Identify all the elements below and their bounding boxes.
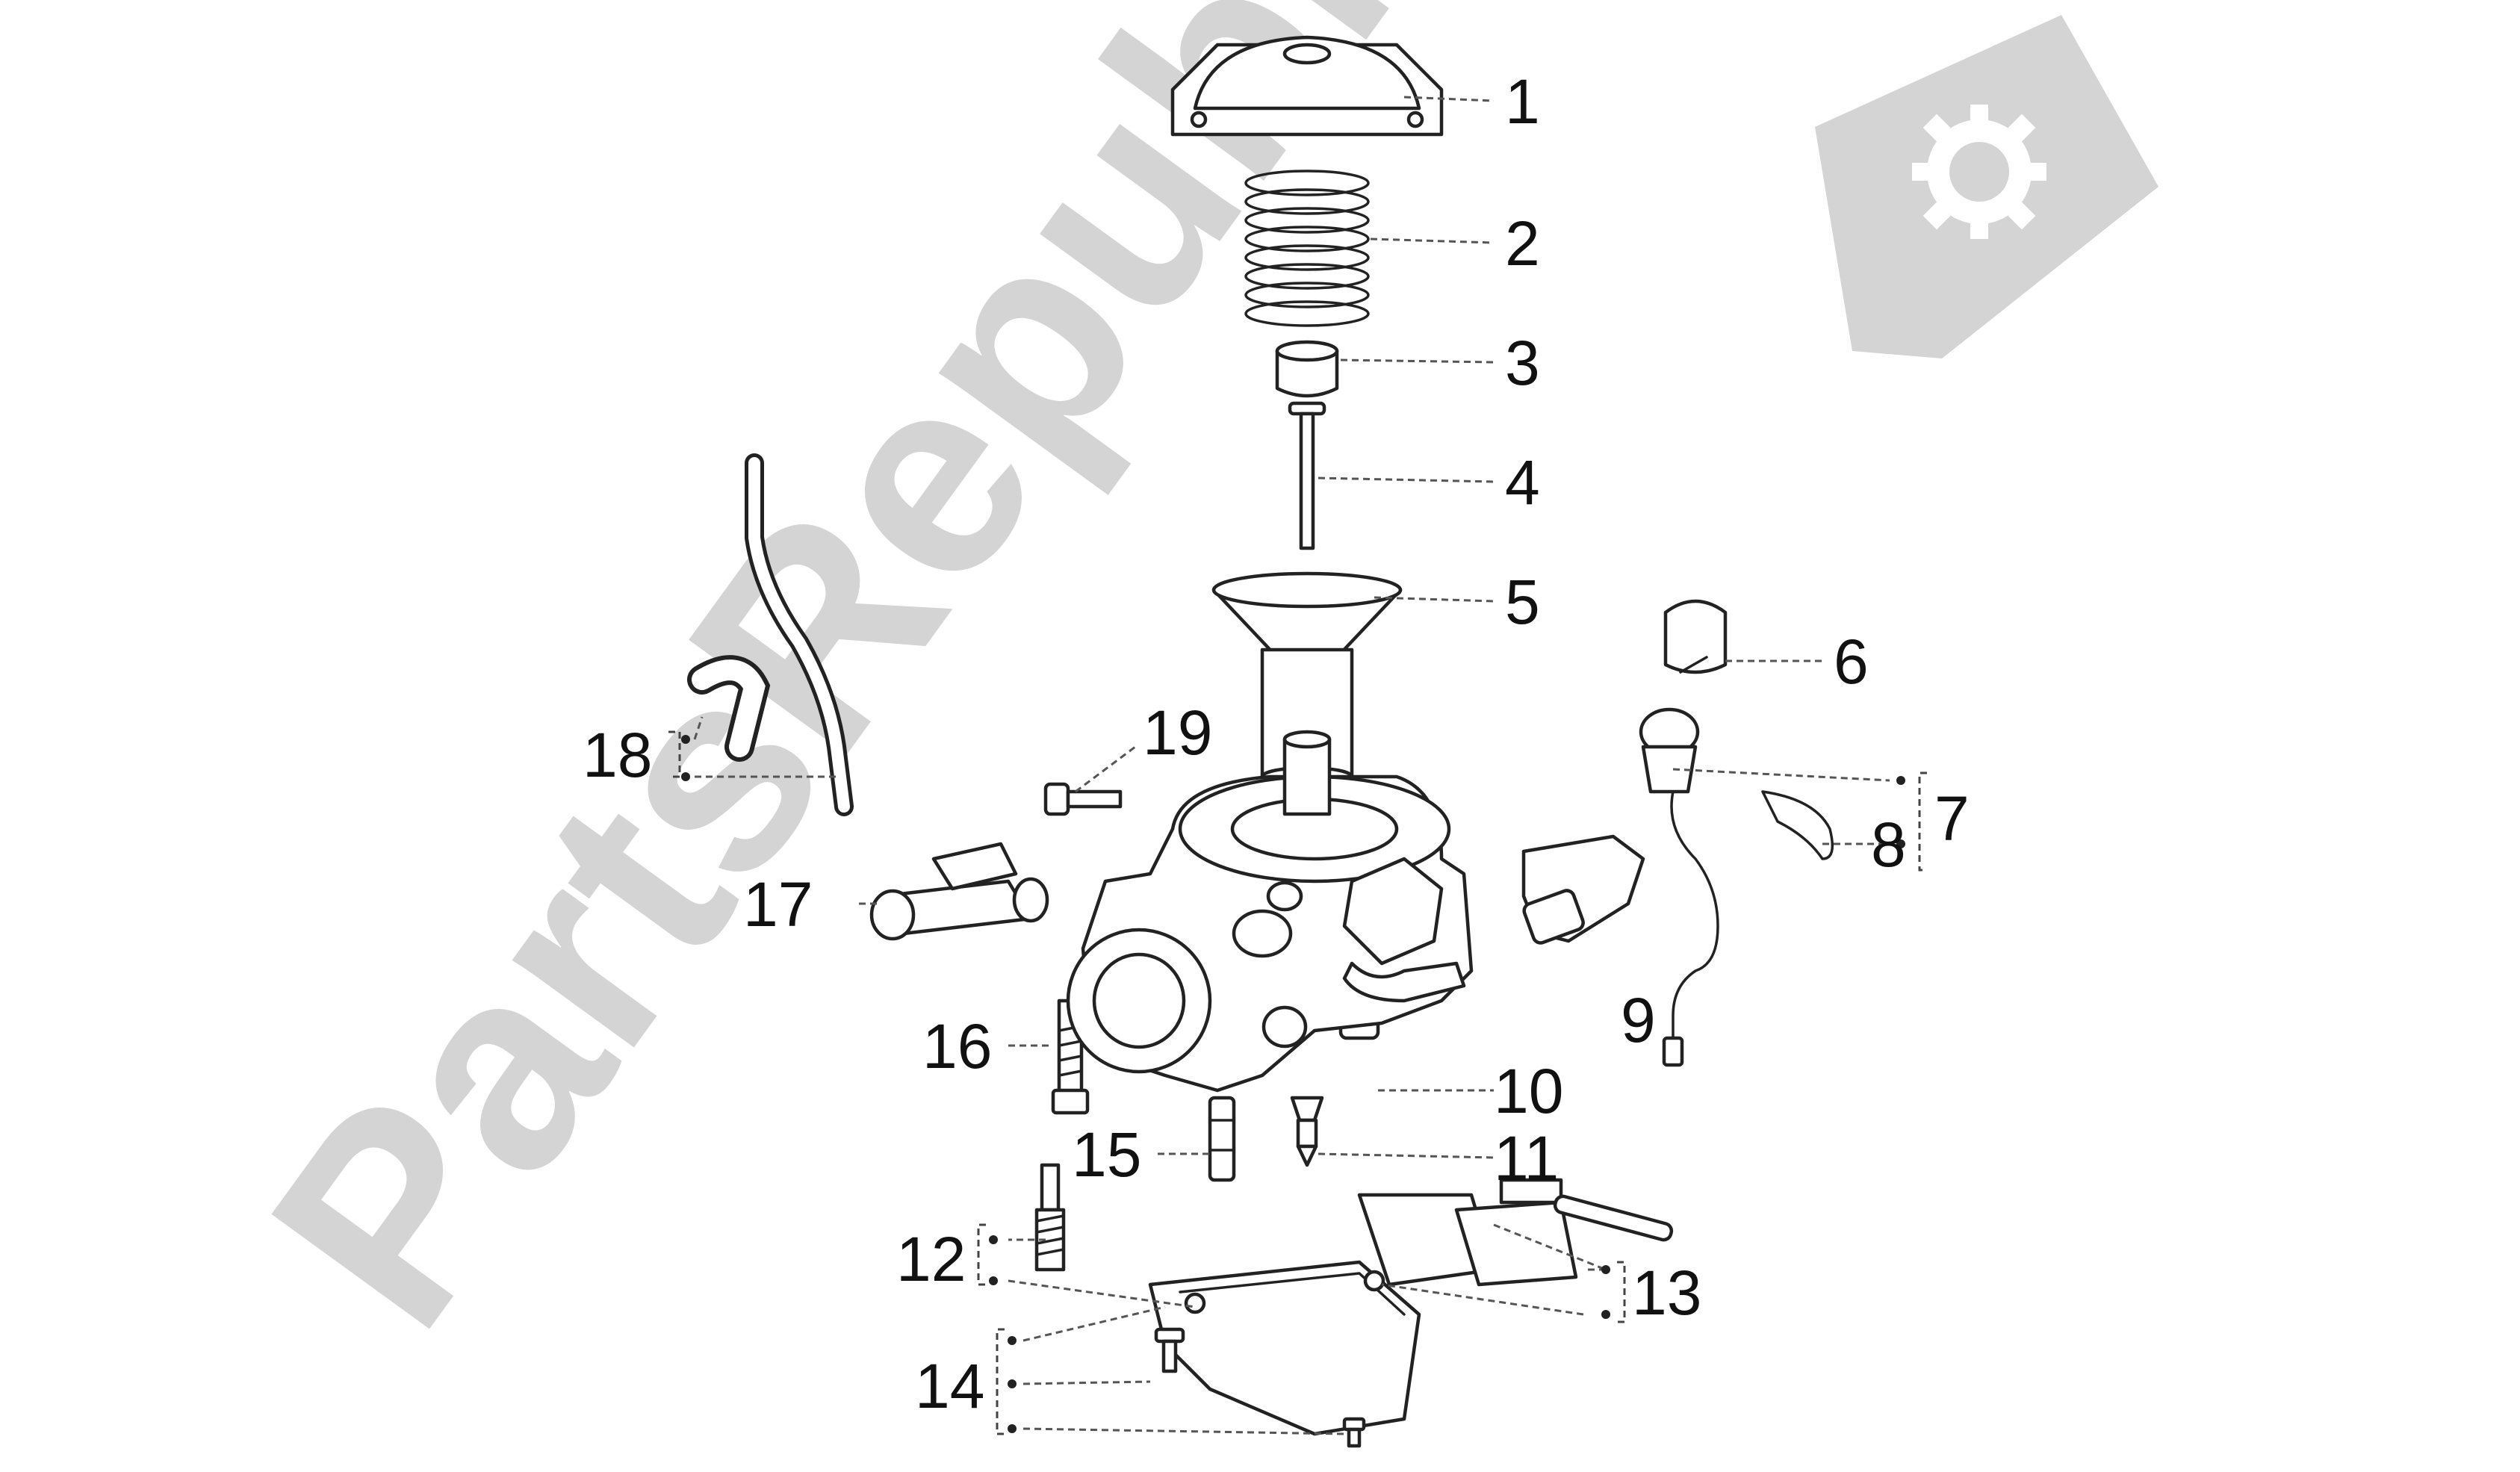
callout-8: 8 [1871, 810, 1906, 880]
part-11-float-needle [1290, 1096, 1324, 1167]
part-2-spring [1244, 170, 1370, 327]
callout-16: 16 [922, 1011, 992, 1081]
callout-5: 5 [1505, 567, 1540, 637]
part-8-clip [1761, 790, 1834, 860]
carburetor-body [1066, 730, 1474, 1093]
callout-14: 14 [915, 1351, 984, 1421]
callout-15: 15 [1072, 1119, 1141, 1190]
part-16-pilot-jet [1051, 999, 1090, 1115]
part-18-hoses [687, 453, 854, 816]
callout-9: 9 [1621, 985, 1656, 1055]
callout-19: 19 [1143, 698, 1212, 768]
callout-brackets [668, 730, 1927, 1435]
part-3-retainer [1275, 340, 1339, 398]
watermark-text: PartsRepublik [211, 0, 1592, 1381]
callout-6: 6 [1834, 627, 1869, 697]
leader-lines [693, 96, 1890, 1435]
callout-2: 2 [1505, 208, 1540, 279]
part-14-screws [1154, 1327, 1366, 1448]
part-12-adjust-screw [1034, 1163, 1066, 1272]
watermark-gear-flag-icon [1815, 15, 2159, 358]
part-1-cover-cap [1170, 35, 1444, 137]
callout-7: 7 [1934, 783, 1970, 854]
callout-10: 10 [1494, 1056, 1563, 1126]
part-13-float-assembly [1357, 1178, 1674, 1287]
callout-11: 11 [1494, 1123, 1559, 1193]
part-17-t-fitting [869, 842, 1049, 941]
callout-13: 13 [1632, 1258, 1701, 1328]
callout-1: 1 [1505, 66, 1540, 137]
part-4-needle [1288, 401, 1326, 550]
callout-numbers: 1 2 3 4 5 6 7 8 9 10 11 12 13 14 15 16 1… [583, 66, 1970, 1421]
float-bowl [1148, 1260, 1421, 1436]
part-9-valve-housing [1521, 834, 1645, 945]
callout-12: 12 [896, 1224, 966, 1294]
part-7-auto-choke [1639, 707, 1719, 1067]
callout-18: 18 [583, 720, 652, 790]
part-6-sleeve [1663, 599, 1728, 674]
callout-17: 17 [743, 869, 813, 940]
part-19-screw [1043, 782, 1123, 816]
callout-3: 3 [1505, 328, 1540, 398]
callout-4: 4 [1505, 447, 1540, 518]
part-15-jet [1208, 1096, 1236, 1182]
